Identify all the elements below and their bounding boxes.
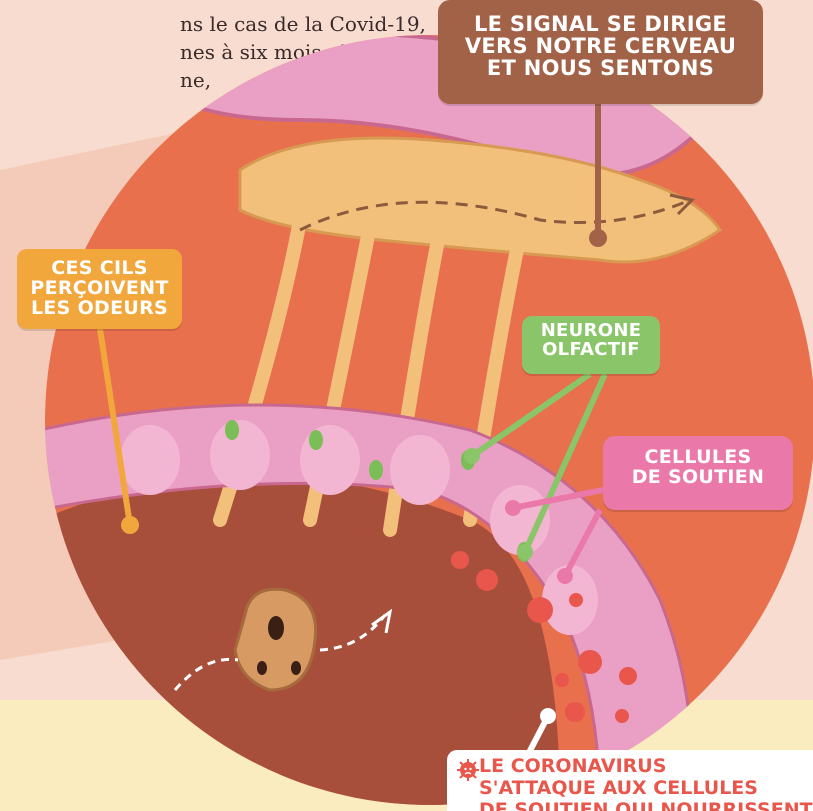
- sad-virus-icon: [457, 759, 479, 781]
- label-soutien-line: CELLULES: [603, 448, 793, 468]
- label-corona-line: DE SOUTIEN QUI NOURRISSENT: [479, 799, 813, 811]
- signal-leader-dot: [589, 229, 607, 247]
- label-signal-line: VERS NOTRE CERVEAU: [438, 35, 763, 57]
- label-corona-line: S'ATTAQUE AUX CELLULES: [479, 777, 813, 799]
- neurone-leader-dot-2: [517, 544, 533, 560]
- label-signal: LE SIGNAL SE DIRIGE VERS NOTRE CERVEAU E…: [438, 0, 763, 104]
- soutien-leader-dot-1: [505, 500, 521, 516]
- label-neurone-line: OLFACTIF: [522, 341, 660, 360]
- label-cils-line: CES CILS: [17, 259, 182, 279]
- corona-leader-dot: [540, 708, 556, 724]
- label-soutien-line: DE SOUTIEN: [603, 468, 793, 488]
- label-corona-line: LE CORONAVIRUS: [479, 755, 813, 777]
- label-soutien: CELLULES DE SOUTIEN: [603, 436, 793, 510]
- label-neurone: NEURONE OLFACTIF: [522, 316, 660, 374]
- label-signal-line: ET NOUS SENTONS: [438, 57, 763, 79]
- label-signal-line: LE SIGNAL SE DIRIGE: [438, 13, 763, 35]
- odor-particle: [235, 589, 316, 690]
- label-coronavirus: LE CORONAVIRUS S'ATTAQUE AUX CELLULES DE…: [447, 750, 813, 811]
- label-cils-line: LES ODEURS: [17, 299, 182, 319]
- cils-leader-dot: [121, 516, 139, 534]
- label-cils-line: PERÇOIVENT: [17, 279, 182, 299]
- label-cils: CES CILS PERÇOIVENT LES ODEURS: [17, 249, 182, 329]
- soutien-leader-dot-2: [557, 568, 573, 584]
- neurone-leader-dot-1: [464, 448, 480, 464]
